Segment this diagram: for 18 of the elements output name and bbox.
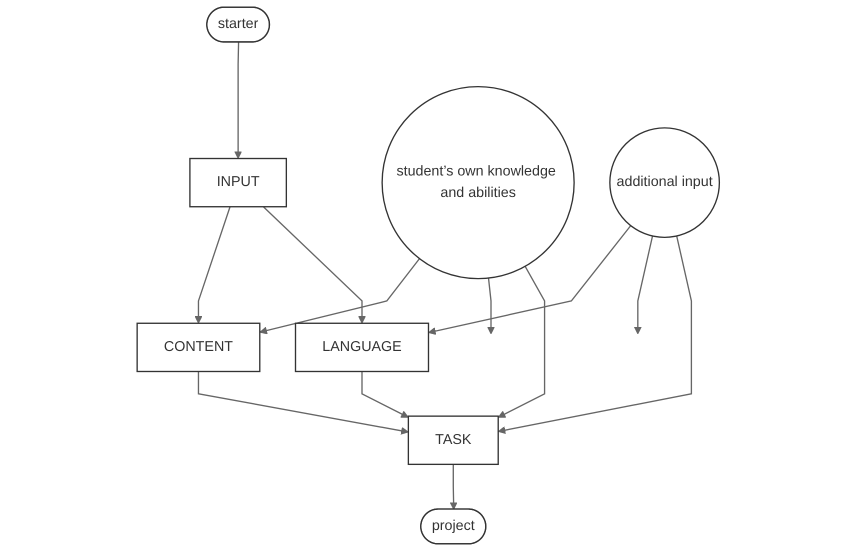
arrow — [487, 278, 496, 334]
arrow — [498, 236, 692, 434]
node-box: INPUT — [189, 158, 288, 208]
node-box: LANGUAGE — [295, 322, 430, 372]
arrow — [498, 266, 546, 418]
arrow — [362, 372, 409, 418]
node-box: TASK — [408, 415, 500, 466]
arrow — [194, 206, 231, 324]
node-circle: additional input — [609, 127, 720, 238]
arrow — [634, 236, 654, 334]
arrow — [450, 464, 458, 510]
arrow — [234, 42, 242, 159]
arrow — [260, 258, 420, 334]
node-circle: student’s own knowledge and abilities — [382, 86, 576, 280]
arrow — [263, 206, 366, 324]
arrow — [428, 225, 632, 335]
arrow — [198, 372, 409, 435]
node-box: CONTENT — [136, 322, 261, 372]
